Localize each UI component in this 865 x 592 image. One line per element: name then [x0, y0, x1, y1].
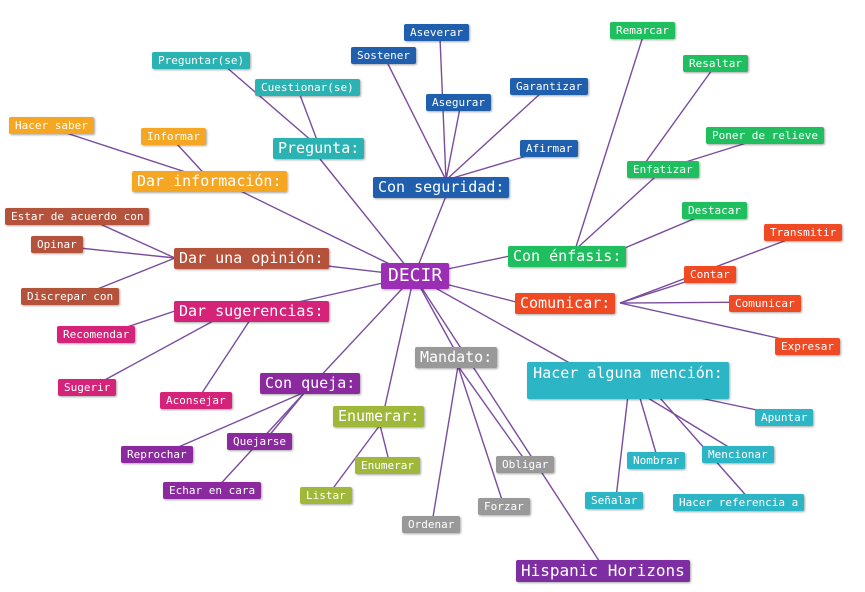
branch-opinion[interactable]: Dar una opinión:: [174, 248, 329, 269]
leaf-cuestionar[interactable]: Cuestionar(se): [255, 79, 360, 96]
branch-sugerencias[interactable]: Dar sugerencias:: [174, 301, 329, 322]
leaf-comunicar[interactable]: Comunicar: [729, 295, 801, 312]
leaf-listar[interactable]: Listar: [300, 487, 352, 504]
branch-comunicar[interactable]: Comunicar:: [515, 293, 616, 314]
leaf-remarcar[interactable]: Remarcar: [610, 22, 675, 39]
center-node[interactable]: DECIR: [381, 263, 450, 289]
leaf-discrepar[interactable]: Discrepar con: [21, 288, 120, 305]
branch-queja[interactable]: Con queja:: [260, 373, 361, 394]
leaf-forzar[interactable]: Forzar: [478, 498, 530, 515]
leaf-preguntar[interactable]: Preguntar(se): [152, 52, 251, 69]
branch-pregunta[interactable]: Pregunta:: [273, 138, 365, 159]
leaf-reprochar[interactable]: Reprochar: [121, 446, 193, 463]
leaf-enfatizar[interactable]: Enfatizar: [627, 161, 699, 178]
leaf-aseverar[interactable]: Aseverar: [404, 24, 469, 41]
leaf-enumerar[interactable]: Enumerar: [355, 457, 420, 474]
leaf-aconsejar[interactable]: Aconsejar: [160, 392, 232, 409]
leaf-estar-de-acuerdo[interactable]: Estar de acuerdo con: [5, 208, 150, 225]
leaf-transmitir[interactable]: Transmitir: [764, 224, 843, 241]
leaf-apuntar[interactable]: Apuntar: [755, 409, 814, 426]
leaf-opinar[interactable]: Opinar: [31, 236, 83, 253]
leaf-poner-de-relieve[interactable]: Poner de relieve: [706, 127, 824, 144]
leaf-hacer-saber[interactable]: Hacer saber: [9, 117, 94, 134]
leaf-hacer-referencia[interactable]: Hacer referencia a: [673, 494, 805, 511]
leaf-obligar[interactable]: Obligar: [496, 456, 555, 473]
leaf-resaltar[interactable]: Resaltar: [683, 55, 748, 72]
branch-mencion[interactable]: Hacer alguna mención:: [527, 362, 729, 399]
leaf-sostener[interactable]: Sostener: [351, 47, 416, 64]
branch-mandato[interactable]: Mandato:: [415, 347, 498, 368]
leaf-destacar[interactable]: Destacar: [682, 202, 747, 219]
leaf-afirmar[interactable]: Afirmar: [520, 140, 579, 157]
leaf-ordenar[interactable]: Ordenar: [402, 516, 461, 533]
leaf-senalar[interactable]: Señalar: [585, 492, 644, 509]
branch-informacion[interactable]: Dar información:: [132, 171, 287, 192]
leaf-garantizar[interactable]: Garantizar: [510, 78, 589, 95]
leaf-informar[interactable]: Informar: [141, 128, 206, 145]
leaf-asegurar[interactable]: Asegurar: [426, 94, 491, 111]
branch-enfasis[interactable]: Con énfasis:: [508, 246, 627, 267]
leaf-expresar[interactable]: Expresar: [775, 338, 840, 355]
leaf-contar[interactable]: Contar: [684, 266, 736, 283]
leaf-sugerir[interactable]: Sugerir: [58, 379, 117, 396]
leaf-mencionar[interactable]: Mencionar: [702, 446, 774, 463]
leaf-nombrar[interactable]: Nombrar: [627, 452, 686, 469]
footer-node[interactable]: Hispanic Horizons: [516, 560, 690, 582]
leaf-echar-en-cara[interactable]: Echar en cara: [163, 482, 262, 499]
leaf-recomendar[interactable]: Recomendar: [57, 326, 136, 343]
leaf-quejarse[interactable]: Quejarse: [227, 433, 292, 450]
branch-enumerar[interactable]: Enumerar:: [333, 406, 425, 427]
branch-seguridad[interactable]: Con seguridad:: [373, 177, 510, 198]
